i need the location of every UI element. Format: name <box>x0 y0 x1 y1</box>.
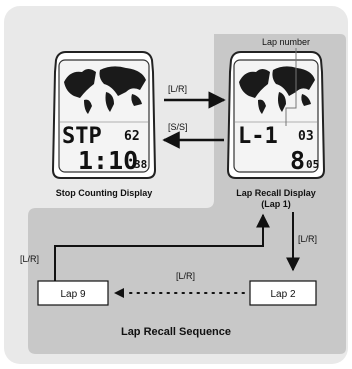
lap-time-main: 8 <box>290 146 305 175</box>
arrow-label-lr-down: [L/R] <box>298 234 317 244</box>
dotted-arrow-head <box>114 288 124 298</box>
lap-recall-caption-line2: (Lap 1) <box>261 199 291 209</box>
world-map-icon <box>64 66 146 114</box>
arrow-label-ss-left: [S/S] <box>168 122 188 132</box>
arrow-lap9-to-lap1 <box>54 213 270 281</box>
lap-recall-caption-line1: Lap Recall Display <box>236 188 316 198</box>
arrow-label-lr-dotted: [L/R] <box>176 271 195 281</box>
lap9-box <box>37 280 109 306</box>
lap-indicator: L-1 <box>238 124 278 149</box>
stop-time-main: 1:10 <box>78 146 138 175</box>
callout-leader-line <box>285 48 297 126</box>
lap-time-hundredths: 05 <box>306 158 319 171</box>
lap2-box <box>249 280 317 306</box>
lap2-label: Lap 2 <box>270 289 295 300</box>
stop-time-hundredths: 38 <box>134 158 147 171</box>
lap-number-callout: Lap number <box>262 37 310 47</box>
stop-counting-caption: Stop Counting Display <box>56 188 153 198</box>
arrow-label-lr-right: [L/R] <box>168 84 187 94</box>
lap-recall-sequence-title: Lap Recall Sequence <box>121 326 231 338</box>
stop-counting-watch: STP 62 1:10 38 <box>51 51 157 179</box>
stp-seconds: 62 <box>124 129 140 144</box>
lap9-label: Lap 9 <box>60 289 85 300</box>
arrow-label-lr-up: [L/R] <box>20 254 39 264</box>
stp-label: STP <box>62 124 102 149</box>
lap-recall-watch: L-1 03 8 05 <box>226 51 326 179</box>
lap-number-value: 03 <box>298 129 314 144</box>
world-map-icon <box>239 66 315 114</box>
